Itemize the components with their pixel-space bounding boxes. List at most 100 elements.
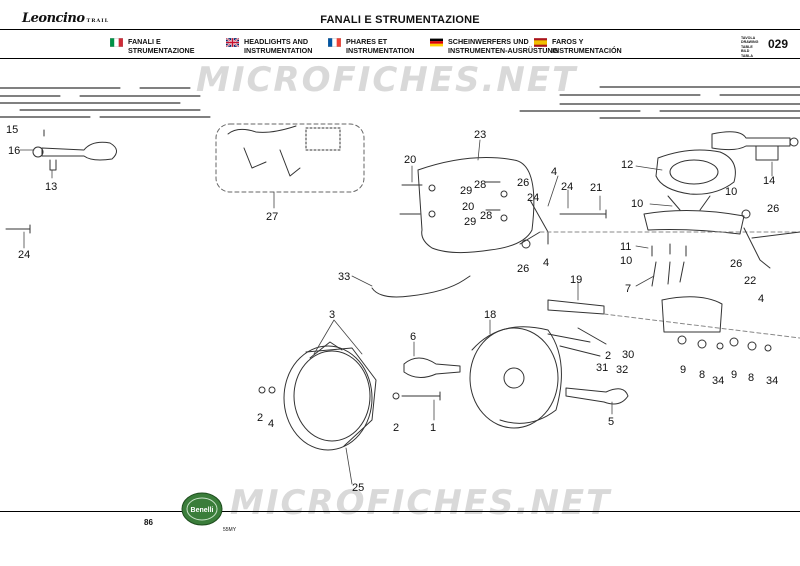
table-label: TAVOLA DRAWING TABLE BILD TABLA bbox=[741, 36, 759, 58]
nut-4-left bbox=[268, 386, 276, 394]
front-turn-signal-6 bbox=[403, 357, 461, 378]
es-flag-icon bbox=[534, 38, 547, 47]
fr-flag-icon bbox=[328, 38, 341, 47]
callout-8a: 8 bbox=[699, 369, 705, 381]
callout-34b: 34 bbox=[766, 375, 778, 387]
callout-34a: 34 bbox=[712, 375, 724, 387]
de-flag-icon bbox=[430, 38, 443, 47]
callout-10c: 10 bbox=[620, 255, 632, 267]
headlight-shell bbox=[469, 326, 562, 429]
bolt-21 bbox=[559, 209, 607, 219]
page-number: 86 bbox=[144, 518, 153, 527]
nut-9a bbox=[677, 335, 687, 345]
callout-15: 15 bbox=[6, 124, 18, 136]
callout-18: 18 bbox=[484, 309, 496, 321]
callout-30: 30 bbox=[622, 349, 634, 361]
bracket-24-21 bbox=[519, 199, 549, 245]
uk-flag-icon bbox=[226, 38, 239, 47]
callout-11: 11 bbox=[620, 241, 631, 253]
callout-20b: 20 bbox=[462, 201, 474, 213]
callout-4c: 4 bbox=[758, 293, 764, 305]
callout-20a: 20 bbox=[404, 154, 416, 166]
header-rule-bottom bbox=[0, 58, 800, 59]
callout-27: 27 bbox=[266, 211, 278, 223]
stacked-fasteners-30-32 bbox=[547, 327, 607, 357]
header-rule-top bbox=[0, 29, 800, 30]
nut-26 bbox=[521, 239, 531, 249]
nut-26-right bbox=[741, 209, 751, 219]
callout-24a: 24 bbox=[527, 192, 539, 204]
washer-8b bbox=[747, 341, 757, 351]
screws-20 bbox=[399, 181, 501, 215]
callout-4d: 4 bbox=[268, 418, 274, 430]
rubber-grommets-11 bbox=[651, 243, 687, 257]
right-turn-signal bbox=[711, 131, 799, 161]
callout-28b: 28 bbox=[480, 210, 492, 222]
wire-harness-33 bbox=[371, 275, 471, 298]
callout-6: 6 bbox=[410, 331, 416, 343]
callout-9b: 9 bbox=[731, 369, 737, 381]
windscreen bbox=[417, 157, 535, 254]
badge-text: Benelli bbox=[191, 507, 214, 514]
washer-8a bbox=[697, 339, 707, 349]
watermark-top: MICROFICHES.NET bbox=[196, 60, 578, 100]
page-title: FANALI E STRUMENTAZIONE bbox=[320, 14, 480, 26]
it-flag-icon bbox=[110, 38, 123, 47]
instrument-cluster bbox=[655, 149, 736, 211]
callout-29b: 29 bbox=[464, 216, 476, 228]
callout-29a: 29 bbox=[460, 185, 472, 197]
nut-9b bbox=[729, 337, 739, 347]
callout-9a: 9 bbox=[680, 364, 686, 376]
callout-31: 31 bbox=[596, 362, 608, 374]
callout-28a: 28 bbox=[474, 179, 486, 191]
callout-24b: 24 bbox=[561, 181, 573, 193]
callout-21: 21 bbox=[590, 182, 602, 194]
front-turn-signal-5 bbox=[565, 387, 629, 405]
callout-14: 14 bbox=[763, 175, 775, 187]
callout-7: 7 bbox=[625, 283, 631, 295]
cluster-bracket bbox=[643, 209, 745, 235]
callout-33: 33 bbox=[338, 271, 350, 283]
bracket-27 bbox=[227, 125, 341, 177]
callout-3: 3 bbox=[329, 309, 335, 321]
callout-8b: 8 bbox=[748, 372, 754, 384]
callout-2b: 2 bbox=[257, 412, 263, 424]
benelli-badge-icon: Benelli bbox=[181, 492, 223, 526]
callout-26d: 26 bbox=[730, 258, 742, 270]
leader-lines bbox=[19, 139, 773, 485]
bracket-group-box bbox=[215, 123, 365, 193]
callout-26b: 26 bbox=[517, 263, 529, 275]
watermark-bottom: MICROFICHES.NET bbox=[230, 483, 612, 523]
callout-19: 19 bbox=[570, 274, 582, 286]
callout-2c: 2 bbox=[393, 422, 399, 434]
footer-code: 55MY bbox=[223, 527, 237, 533]
callout-13: 13 bbox=[45, 181, 57, 193]
scan-noise bbox=[0, 86, 800, 119]
headlight-bracket-19 bbox=[547, 299, 605, 315]
callout-25: 25 bbox=[352, 482, 364, 494]
callout-23: 23 bbox=[474, 129, 486, 141]
callout-4a: 4 bbox=[551, 166, 557, 178]
callout-16: 16 bbox=[8, 145, 20, 157]
callout-26c: 26 bbox=[767, 203, 779, 215]
callout-10a: 10 bbox=[725, 186, 737, 198]
footer-rule bbox=[0, 511, 800, 512]
callout-5: 5 bbox=[608, 416, 614, 428]
dashed-guide-2 bbox=[603, 313, 800, 339]
callout-24-left: 24 bbox=[18, 249, 30, 261]
headlight-rim bbox=[283, 341, 377, 451]
washer-34b bbox=[764, 344, 772, 352]
callout-26a: 26 bbox=[517, 177, 529, 189]
washer-2-left bbox=[258, 386, 266, 394]
callout-labels: 15 16 13 24 27 23 20 28 29 20 28 29 26 2… bbox=[6, 124, 779, 494]
screws-7 bbox=[651, 261, 685, 287]
left-turn-signal bbox=[32, 129, 117, 171]
